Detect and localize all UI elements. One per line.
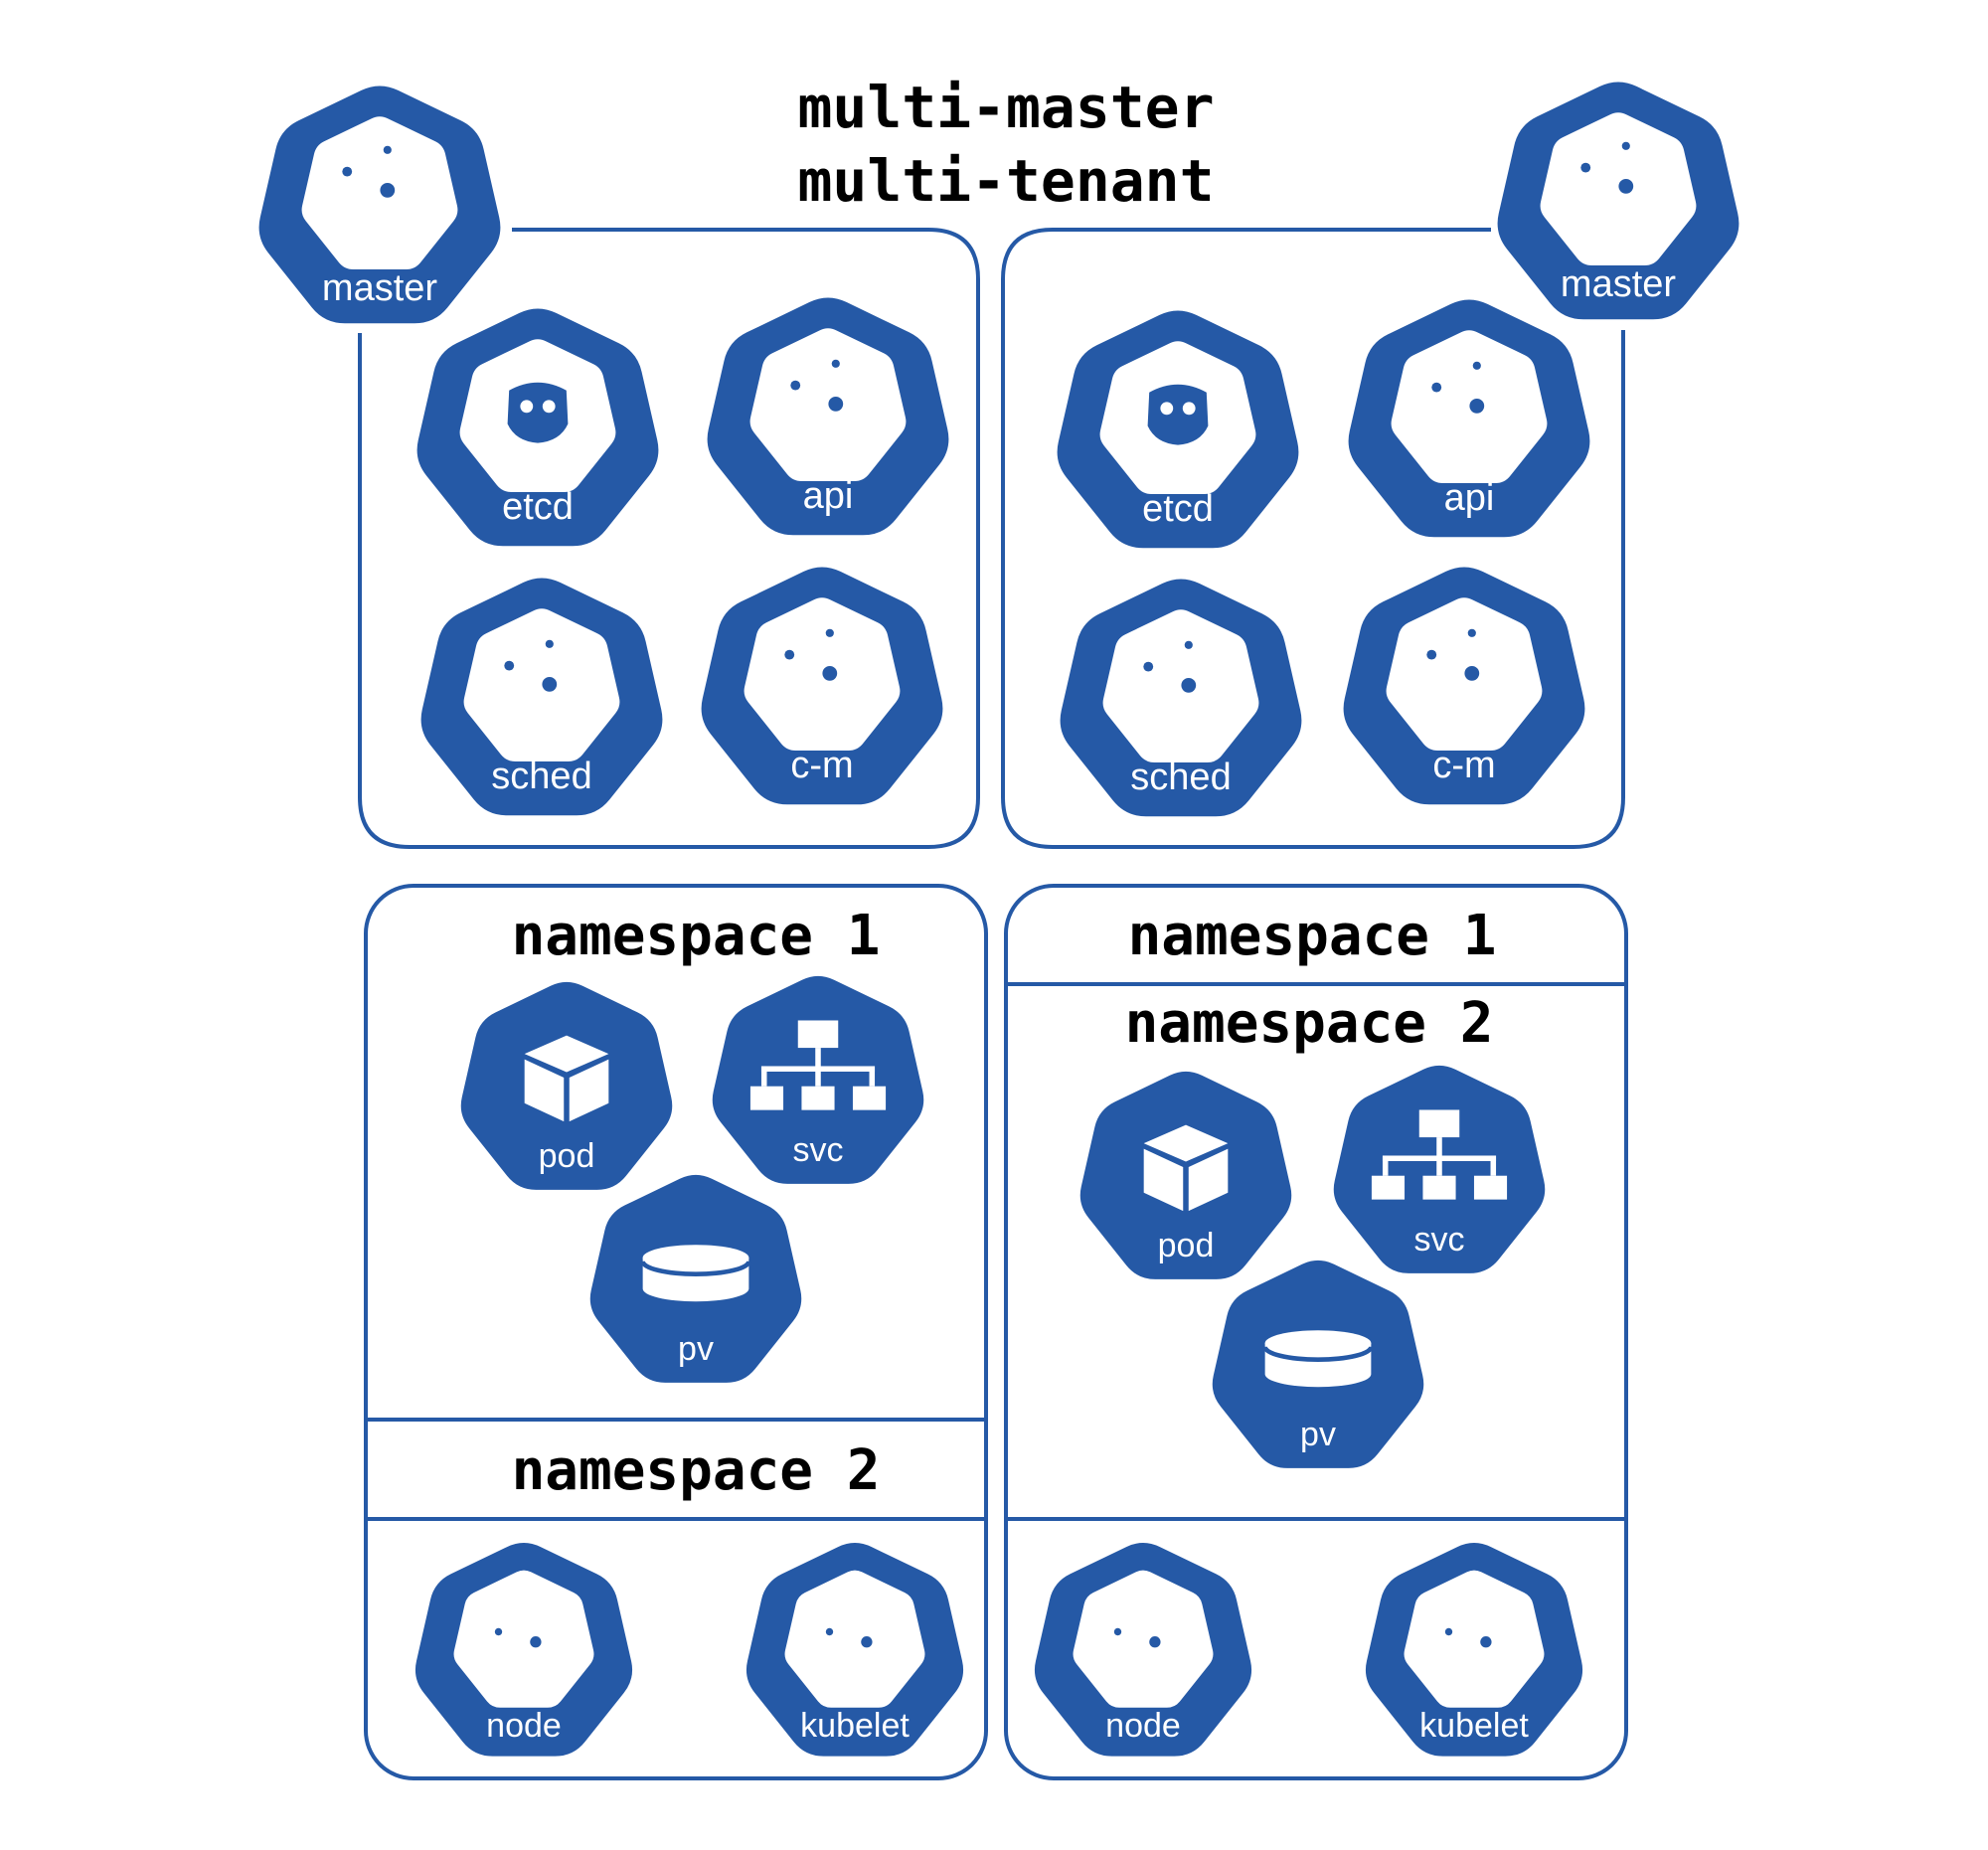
badge-node: node	[1034, 1543, 1252, 1757]
badge-sched: sched	[1060, 579, 1302, 817]
badge-label: pv	[1300, 1416, 1336, 1453]
badge-master: master	[258, 85, 501, 324]
namespace-label-left-top: namespace 1	[512, 904, 881, 968]
badge-kubelet: kubelet	[1365, 1543, 1583, 1757]
badge-label: api	[1444, 477, 1495, 519]
badge-label: master	[1561, 263, 1676, 305]
component-badges: master master etcd api sched c-m etcd api sched c…	[258, 82, 1740, 1757]
badge-master: master	[1497, 82, 1740, 320]
badge-svc: svc	[712, 975, 924, 1184]
namespace-label-left-bottom: namespace 2	[512, 1438, 881, 1503]
namespace-label-right-top: namespace 1	[1128, 904, 1497, 968]
badge-c-m: c-m	[1343, 567, 1585, 805]
badge-pv: pv	[589, 1174, 802, 1383]
heptagon-shape	[460, 981, 673, 1190]
badge-label: pod	[1158, 1227, 1215, 1264]
badge-label: node	[486, 1707, 562, 1745]
badge-label: kubelet	[800, 1707, 910, 1745]
badge-label: node	[1105, 1707, 1181, 1745]
badge-etcd: etcd	[1057, 310, 1299, 549]
cylinder-icon	[1265, 1330, 1372, 1387]
badge-pod: pod	[460, 981, 673, 1190]
badge-label: pv	[678, 1330, 714, 1368]
badge-api: api	[707, 297, 949, 536]
control-plane-right	[1001, 228, 1625, 849]
badge-api: api	[1348, 299, 1590, 538]
badge-kubelet: kubelet	[746, 1543, 964, 1757]
control-plane-left	[358, 228, 980, 849]
badge-label: svc	[1414, 1221, 1465, 1259]
tenant-left	[364, 884, 988, 1780]
heptagon-shape	[1079, 1071, 1292, 1279]
badge-pv: pv	[1212, 1260, 1424, 1468]
badge-c-m: c-m	[701, 567, 943, 805]
badge-node: node	[414, 1543, 633, 1757]
cylinder-icon	[643, 1245, 749, 1301]
namespace-label-right-bottom: namespace 2	[1125, 991, 1494, 1056]
title-line-1: multi-master	[797, 74, 1214, 141]
badge-label: sched	[491, 756, 591, 797]
badge-svc: svc	[1333, 1065, 1546, 1273]
badge-label: sched	[1130, 757, 1231, 798]
badge-label: svc	[793, 1131, 844, 1169]
badge-sched: sched	[420, 578, 663, 816]
badge-label: c-m	[1432, 745, 1495, 786]
badge-label: etcd	[502, 486, 574, 528]
badge-label: pod	[539, 1137, 595, 1175]
badge-label: c-m	[790, 745, 853, 786]
tenant-right	[1004, 884, 1628, 1780]
badge-label: etcd	[1142, 488, 1214, 530]
badge-label: master	[322, 267, 437, 309]
badge-pod: pod	[1079, 1071, 1292, 1279]
title-line-2: multi-tenant	[797, 147, 1214, 215]
badge-etcd: etcd	[416, 308, 659, 547]
badge-label: api	[803, 475, 854, 517]
badge-label: kubelet	[1419, 1707, 1529, 1745]
